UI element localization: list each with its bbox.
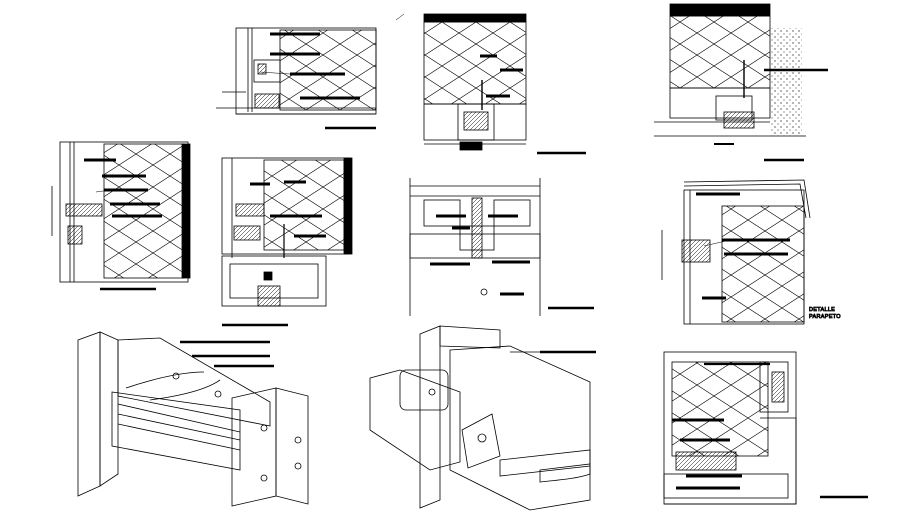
detail-section-6 bbox=[409, 178, 594, 316]
parapet-label-line1: DETALLE bbox=[809, 307, 835, 313]
annotation-leaders bbox=[95, 13, 731, 247]
detail-section-4 bbox=[51, 141, 191, 291]
detail-section-3 bbox=[654, 3, 828, 162]
detail-section-parapet: DETALLE PARAPETO bbox=[661, 179, 841, 325]
isometric-detail-2 bbox=[369, 325, 596, 511]
parapet-label-line2: PARAPETO bbox=[809, 314, 841, 320]
isometric-detail-1 bbox=[77, 331, 309, 507]
detail-section-2 bbox=[423, 13, 586, 155]
detail-section-5 bbox=[221, 157, 353, 327]
detail-section-1 bbox=[216, 27, 377, 130]
detail-section-corner bbox=[663, 351, 868, 505]
